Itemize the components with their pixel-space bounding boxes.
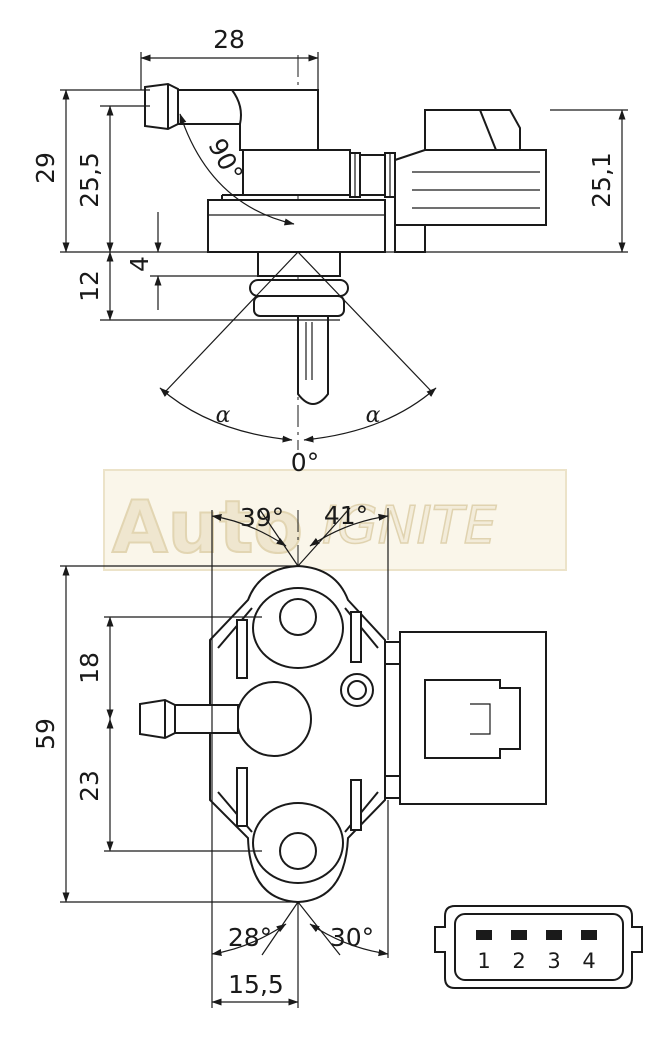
dim-height-port: 25,5: [75, 105, 114, 253]
dim-height-step: 4: [125, 212, 162, 310]
side-view: 28 29 25,5 25,1 12 4 90°: [31, 25, 628, 477]
dim-plan-width-bottom: 15,5: [211, 970, 299, 1006]
dim-height-connector: 25,1: [587, 109, 626, 253]
dim-angle-bottom-left: 28°: [211, 923, 287, 956]
svg-text:4: 4: [125, 256, 154, 272]
housing-ribs: [349, 152, 396, 198]
svg-text:α: α: [216, 403, 231, 428]
svg-text:59: 59: [31, 718, 60, 750]
rib-slots: [236, 611, 362, 831]
dim-angle-top-right: 41°: [309, 501, 389, 547]
svg-text:29: 29: [31, 152, 60, 184]
dim-angle-alpha: α α 0°: [159, 387, 437, 477]
pin-label-3: 3: [547, 949, 560, 973]
svg-text:30°: 30°: [330, 923, 374, 952]
o-ring: [249, 279, 349, 317]
dim-width-top: 28: [140, 25, 319, 62]
connector-plan: [384, 631, 547, 805]
pin-label-4: 4: [582, 949, 595, 973]
mounting-boss-top: [252, 587, 344, 669]
connector-pinout: 1 2 3 4: [434, 905, 643, 989]
pressure-boss: [236, 681, 312, 757]
dim-plan-lower: 23: [75, 718, 114, 852]
pin-label-2: 2: [512, 949, 525, 973]
svg-text:25,5: 25,5: [75, 152, 104, 208]
dim-plan-upper: 18: [75, 616, 114, 720]
dim-angle-top-left: 39°: [211, 503, 287, 547]
connector-housing-side: [394, 109, 547, 253]
svg-text:23: 23: [75, 770, 104, 802]
svg-text:18: 18: [75, 652, 104, 684]
svg-text:39°: 39°: [240, 503, 284, 532]
svg-text:15,5: 15,5: [228, 970, 284, 999]
svg-text:28: 28: [213, 25, 245, 54]
connector-outline: [434, 905, 643, 989]
sensor-neck: [257, 251, 341, 277]
dim-height-total: 29: [31, 89, 70, 253]
svg-text:28°: 28°: [228, 923, 272, 952]
svg-text:0°: 0°: [291, 448, 319, 477]
port-tube: [177, 89, 319, 151]
mounting-boss-bottom: [252, 802, 344, 884]
temperature-probe: [297, 315, 329, 405]
svg-text:α: α: [366, 403, 381, 428]
main-flange: [207, 199, 386, 253]
connector-inner-outline: [454, 913, 624, 981]
svg-text:12: 12: [75, 270, 104, 302]
svg-text:41°: 41°: [324, 501, 368, 530]
dim-plan-height-total: 59: [31, 565, 70, 903]
sensor-dome: [340, 673, 374, 707]
upper-housing: [242, 149, 386, 196]
plan-view: 59 18 23 39° 41° 28° 30°: [31, 501, 547, 1008]
dim-height-bottom: 12: [75, 251, 114, 321]
pin-contacts: [476, 930, 597, 940]
dim-angle-bottom-right: 30°: [309, 923, 389, 957]
svg-text:25,1: 25,1: [587, 152, 616, 208]
pin-label-1: 1: [477, 949, 490, 973]
hose-barb-plan: [139, 698, 239, 740]
